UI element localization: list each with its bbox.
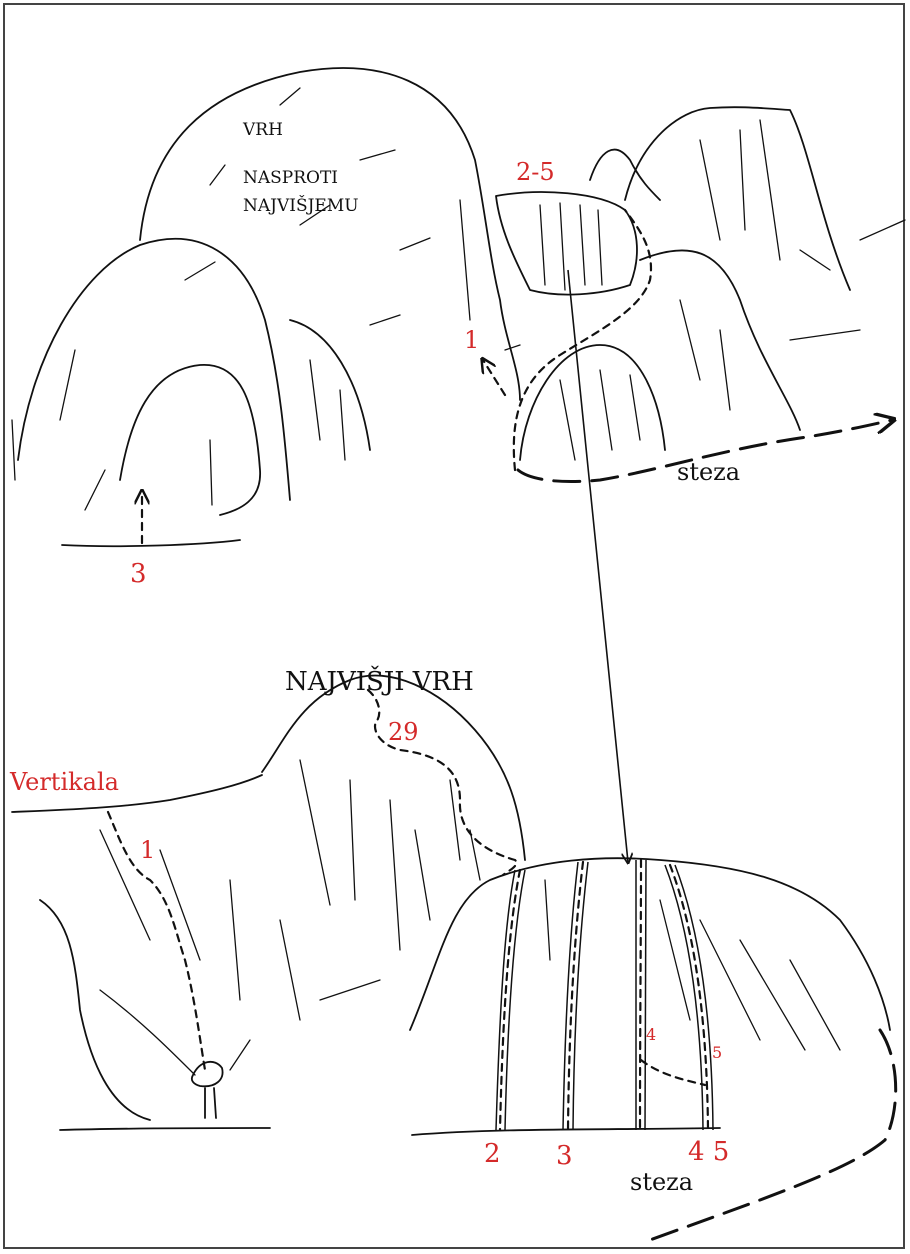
rock-crack bbox=[320, 980, 380, 1000]
rock-crack bbox=[300, 760, 330, 905]
rock-crack bbox=[740, 940, 805, 1050]
trail-bottom bbox=[650, 1030, 896, 1240]
rock-crack bbox=[415, 830, 430, 920]
rock-crack bbox=[680, 300, 700, 380]
peak-label-line-3: NAJVIŠJEMU bbox=[243, 195, 359, 216]
base-3-label: 3 bbox=[556, 1141, 573, 1171]
left-rock-side bbox=[290, 320, 370, 450]
sector-wall-base bbox=[412, 1128, 720, 1135]
rock-crack bbox=[600, 370, 612, 450]
rock-crack bbox=[790, 330, 860, 340]
rock-crack bbox=[545, 880, 550, 960]
link-arrow bbox=[568, 270, 628, 862]
front-small-rock bbox=[520, 345, 665, 460]
rock-crack bbox=[560, 380, 575, 460]
trail-bottom-label: steza bbox=[630, 1168, 693, 1196]
vertikala-left-wall bbox=[40, 900, 150, 1120]
sector-wall-outline bbox=[410, 858, 890, 1030]
rock-crack bbox=[185, 262, 215, 280]
rock-crack bbox=[720, 330, 730, 410]
rock-crack bbox=[280, 920, 300, 1020]
rock-crack bbox=[60, 350, 75, 420]
rock-crack bbox=[85, 470, 105, 510]
rock-crack bbox=[630, 375, 640, 440]
rock-crack bbox=[230, 1040, 250, 1070]
route-3-bottom-line bbox=[568, 862, 583, 1130]
rock-crack bbox=[505, 345, 520, 350]
rock-crack bbox=[210, 165, 225, 185]
rock-crack bbox=[370, 315, 400, 325]
route-1-top-label: 1 bbox=[464, 326, 479, 354]
line-5-wall bbox=[675, 865, 713, 1130]
rock-crack bbox=[800, 250, 830, 270]
route-4-5-connector bbox=[641, 1060, 705, 1085]
peak-label-line-1: VRH bbox=[242, 120, 283, 140]
highest-peak-title: NAJVIŠJI VRH bbox=[285, 665, 474, 697]
rock-crack bbox=[760, 120, 780, 260]
route-3-label: 3 bbox=[130, 559, 147, 589]
rock-crack bbox=[12, 420, 15, 480]
left-base bbox=[60, 1128, 270, 1130]
rock-crack bbox=[340, 390, 345, 460]
rock-crack bbox=[540, 205, 545, 285]
rock-crack bbox=[280, 88, 300, 105]
line-3-wall bbox=[573, 862, 588, 1130]
top-view: 3 1 VRH NASPROTI NAJVI bbox=[12, 68, 905, 589]
rock-crack bbox=[700, 920, 760, 1040]
rock-crack bbox=[310, 360, 320, 440]
route-1-bottom-line bbox=[108, 812, 205, 1070]
rock-crack bbox=[210, 440, 212, 505]
rock-crack bbox=[230, 880, 240, 1000]
base-2-label: 2 bbox=[484, 1139, 501, 1169]
base-4-5-label: 4 5 bbox=[688, 1137, 729, 1167]
rock-crack bbox=[860, 220, 905, 240]
rock-crack bbox=[740, 130, 745, 230]
rock-crack bbox=[580, 205, 585, 285]
route-1-bottom-label: 1 bbox=[140, 836, 155, 864]
rock-crack bbox=[350, 780, 355, 900]
rock-crack bbox=[560, 203, 565, 290]
route-4-small-label: 4 bbox=[646, 1025, 656, 1044]
trail-top-label: steza bbox=[677, 458, 740, 486]
rock-crack bbox=[460, 200, 470, 320]
mid-peak-outline bbox=[590, 150, 660, 200]
right-low-ridge bbox=[640, 250, 800, 430]
peak-label-line-2: NASPROTI bbox=[243, 168, 338, 188]
line-3-wall bbox=[563, 862, 578, 1130]
route-1-top-line bbox=[483, 360, 505, 395]
route-29-label: 29 bbox=[388, 718, 419, 746]
frame-border bbox=[4, 4, 904, 1248]
line-2-wall bbox=[505, 870, 525, 1130]
rock-crack bbox=[100, 990, 195, 1075]
route-4-line bbox=[640, 860, 641, 1130]
sector-2-5-label: 2-5 bbox=[516, 158, 555, 186]
rock-crack bbox=[360, 150, 395, 160]
line-4-wall bbox=[645, 860, 646, 1130]
sector-2-5-block bbox=[496, 192, 637, 295]
vertikala-label: Vertikala bbox=[9, 768, 119, 796]
rock-crack bbox=[400, 238, 430, 250]
rock-crack bbox=[700, 140, 720, 240]
rock-crack bbox=[390, 800, 400, 950]
left-rock-outline bbox=[18, 239, 290, 500]
rock-crack bbox=[470, 830, 480, 880]
left-rock-arch bbox=[120, 365, 260, 515]
rock-crack bbox=[598, 210, 602, 285]
route-5-small-label: 5 bbox=[712, 1043, 722, 1062]
cave-block bbox=[192, 1062, 223, 1086]
bottom-view: NAJVIŠJI VRH Vertikala 1 29 bbox=[9, 665, 896, 1240]
cave-stem bbox=[205, 1088, 216, 1118]
left-rock-base bbox=[62, 540, 240, 546]
